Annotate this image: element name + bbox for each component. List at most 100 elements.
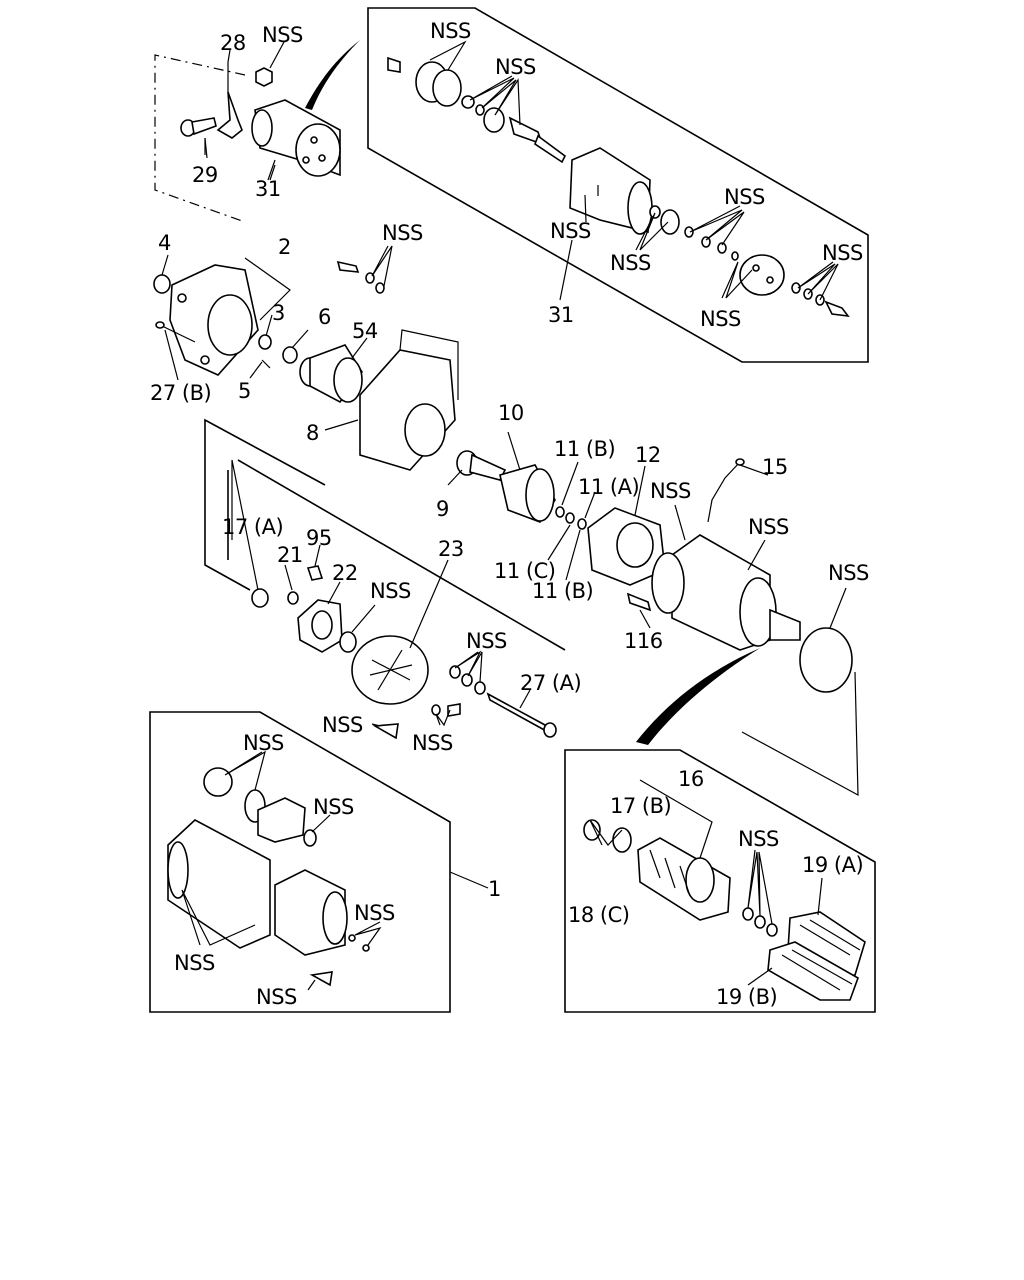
- part-nss-screws-rear: [372, 703, 461, 740]
- label-nss-c3: NSS: [748, 515, 789, 539]
- label-nss-e3: NSS: [354, 901, 395, 925]
- label-part-29: 29: [192, 163, 218, 187]
- label-nss-e5: NSS: [256, 985, 297, 1009]
- label-part-18c: 18 (C): [568, 903, 629, 927]
- frame-bottom-left-kit: [149, 711, 451, 1013]
- label-part-17b: 17 (B): [610, 794, 671, 818]
- part-9-shaft: [456, 450, 507, 481]
- label-part-31a: 31: [255, 177, 281, 201]
- part-116-screw: [626, 592, 652, 612]
- part-3-bushing: [258, 334, 272, 350]
- part-54-pinion-clutch: [299, 344, 363, 404]
- part-28-terminal-link: [216, 62, 243, 139]
- label-part-4: 4: [158, 231, 171, 255]
- label-part-16: 16: [678, 767, 704, 791]
- label-part-6: 6: [318, 305, 331, 329]
- label-part-116: 116: [624, 629, 663, 653]
- label-nss-b2: NSS: [495, 55, 536, 79]
- part-27a-through-bolt: [486, 692, 557, 738]
- label-part-9: 9: [436, 497, 449, 521]
- part-23-rear-cover: [351, 635, 429, 705]
- label-part-11b-2: 11 (B): [532, 579, 593, 603]
- label-part-23: 23: [438, 537, 464, 561]
- part-29-bolt: [180, 117, 217, 155]
- label-part-10: 10: [498, 401, 524, 425]
- part-labels: 28 NSS 29 31 NSS NSS NSS NSS NSS NSS NSS…: [150, 19, 870, 1009]
- label-nss-b1: NSS: [430, 19, 471, 43]
- label-part-28: 28: [220, 31, 246, 55]
- label-part-12: 12: [635, 443, 661, 467]
- part-nss-o-ring: [799, 627, 853, 693]
- label-nss-b3: NSS: [550, 219, 591, 243]
- leader-arc-top: [305, 40, 360, 110]
- label-part-21: 21: [277, 543, 303, 567]
- part-31-solenoid: [251, 99, 341, 181]
- label-part-27b: 27 (B): [150, 381, 211, 405]
- part-nss-washers-armature: [742, 907, 778, 937]
- part-nss-sleeve: [339, 631, 357, 653]
- part-15-lead-wire: [707, 458, 745, 523]
- label-nss-b5: NSS: [724, 185, 765, 209]
- part-95-pin: [306, 565, 324, 581]
- label-part-3: 3: [272, 301, 285, 325]
- part-yoke-armature-case: [651, 534, 801, 651]
- label-part-54: 54: [352, 319, 378, 343]
- leader-o-ring: [741, 671, 859, 797]
- label-part-8: 8: [306, 421, 319, 445]
- label-part-11a: 11 (A): [578, 475, 639, 499]
- label-nss-d4: NSS: [412, 731, 453, 755]
- label-nss-d2: NSS: [466, 629, 507, 653]
- label-part-17a: 17 (A): [222, 515, 283, 539]
- label-part-1: 1: [488, 877, 501, 901]
- label-part-31b: 31: [548, 303, 574, 327]
- label-nss-top-left: NSS: [262, 23, 303, 47]
- label-nss-c2: NSS: [650, 479, 691, 503]
- frame-top-left: [154, 54, 246, 223]
- part-6-washer: [282, 346, 298, 364]
- part-4-nut: [153, 274, 171, 294]
- part-27b-bolt: [155, 321, 196, 343]
- label-nss-c1: NSS: [382, 221, 423, 245]
- label-part-19a: 19 (A): [802, 853, 863, 877]
- label-part-11b-1: 11 (B): [554, 437, 615, 461]
- frame-top-right-kit: [367, 7, 869, 363]
- part-kit-cap-parts: [649, 205, 850, 318]
- part-22-plate: [297, 599, 343, 653]
- part-kit-solenoid-case: [569, 147, 653, 235]
- part-21-bushing: [287, 591, 299, 605]
- part-12-brush-holder: [587, 507, 666, 586]
- frame-bottom-right-kit: [564, 749, 876, 1013]
- label-part-95: 95: [306, 526, 332, 550]
- label-nss-e1: NSS: [243, 731, 284, 755]
- part-17a-bearing: [251, 588, 269, 608]
- label-nss-c4: NSS: [828, 561, 869, 585]
- part-10-gear: [499, 464, 556, 523]
- part-19b-brush-set: [767, 941, 859, 1001]
- label-nss-b6: NSS: [822, 241, 863, 265]
- part-16-armature: [583, 819, 731, 921]
- label-part-22: 22: [332, 561, 358, 585]
- label-nss-f1: NSS: [738, 827, 779, 851]
- label-nss-d3: NSS: [322, 713, 363, 737]
- part-8-gear-case: [359, 329, 459, 471]
- label-nss-e4: NSS: [174, 951, 215, 975]
- label-part-11c: 11 (C): [494, 559, 555, 583]
- part-kit-1-components: [167, 767, 370, 987]
- part-nss-nut-top-left: [255, 67, 273, 87]
- part-5-clip: [261, 359, 271, 369]
- label-part-27a: 27 (A): [520, 671, 581, 695]
- part-2-drive-housing: [169, 264, 259, 376]
- label-nss-e2: NSS: [313, 795, 354, 819]
- label-part-2: 2: [278, 235, 291, 259]
- label-part-5: 5: [238, 379, 251, 403]
- part-11-washers: [555, 506, 587, 530]
- label-nss-b4: NSS: [610, 251, 651, 275]
- label-nss-b7: NSS: [700, 307, 741, 331]
- part-kit-plunger-assembly: [387, 56, 567, 164]
- label-part-19b: 19 (B): [716, 985, 777, 1009]
- leader-lines: [161, 40, 847, 991]
- leader-arc-bottom: [636, 648, 760, 745]
- label-part-15: 15: [762, 455, 788, 479]
- label-nss-d1: NSS: [370, 579, 411, 603]
